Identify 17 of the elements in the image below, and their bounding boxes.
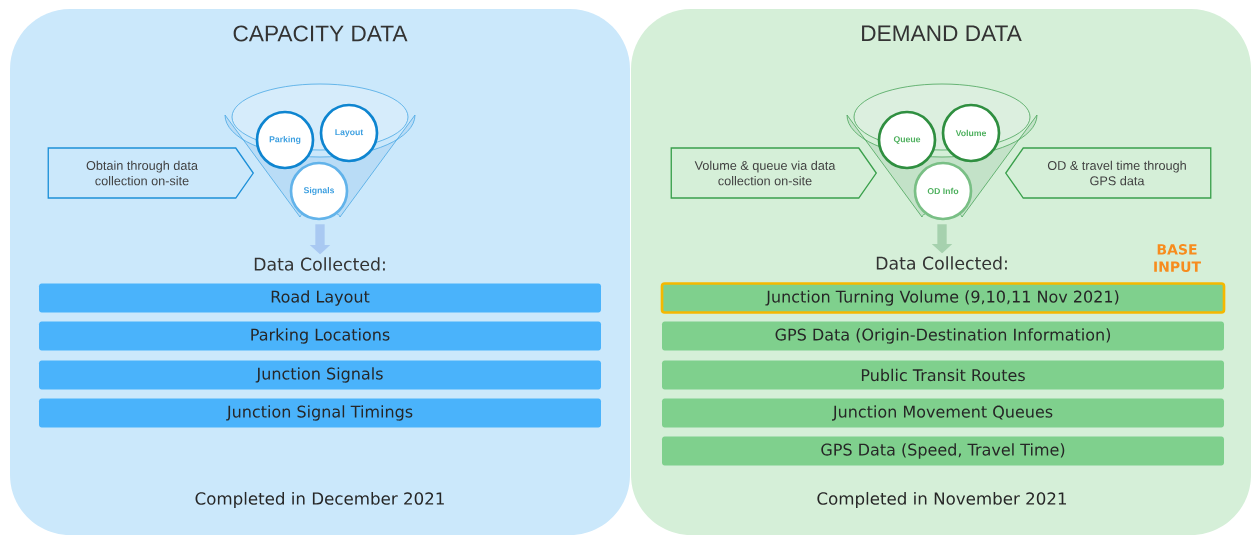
arrow-box: OD & travel time through GPS data: [1004, 147, 1212, 199]
list-bar: Public Transit Routes: [662, 360, 1224, 390]
status-text: Completed in December 2021: [195, 491, 444, 509]
list-bar: Junction Signal Timings: [39, 398, 601, 428]
list-bar: GPS Data (Speed, Travel Time): [662, 436, 1224, 466]
list-bar: Junction Turning Volume (9,10,11 Nov 2021): [660, 282, 1226, 314]
list-bar: Road Layout: [39, 283, 601, 313]
heading-text: Data Collected:: [876, 256, 1007, 270]
arrow-box: Volume & queue via data collection on-site: [670, 147, 878, 199]
list-bar: GPS Data (Origin-Destination Information): [662, 321, 1224, 351]
list-bar: Junction Signals: [39, 360, 601, 390]
list-bar: Junction Movement Queues: [662, 398, 1224, 428]
list-bar: Parking Locations: [39, 321, 601, 351]
arrow-box: Obtain through data collection on-site: [47, 147, 255, 199]
note-text: BASE INPUT: [1154, 244, 1201, 272]
heading-text: Data Collected:: [254, 257, 385, 271]
status-text: Completed in November 2021: [817, 491, 1066, 509]
